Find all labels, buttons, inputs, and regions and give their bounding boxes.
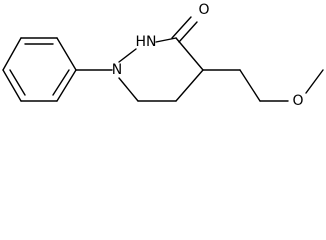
bond-n-nh	[118, 48, 137, 63]
bond	[239, 69, 261, 102]
pyridazinone-ring	[118, 37, 204, 102]
structure-diagram: O HN N O	[2, 2, 324, 109]
carbonyl-oxygen-label: O	[198, 2, 209, 18]
molecule-drawing: O HN N O	[2, 2, 324, 109]
methoxyethyl-chain	[202, 69, 324, 102]
bond	[56, 37, 77, 71]
nh-nitrogen-label: HN	[136, 34, 157, 50]
bond	[2, 37, 22, 71]
bond	[305, 69, 324, 94]
ether-oxygen-label: O	[292, 93, 303, 109]
bond-nh-c3	[155, 37, 177, 43]
n-nitrogen-label: N	[112, 62, 122, 78]
bond	[56, 69, 77, 102]
bond-c6-n	[118, 77, 139, 102]
bond-c3-c4	[175, 37, 204, 71]
carbonyl-double-bond	[171, 16, 198, 43]
double-bond-inner	[52, 69, 70, 96]
bond	[178, 21, 198, 43]
bond	[171, 16, 192, 39]
bond	[2, 69, 22, 102]
bond-c4-c5	[175, 69, 204, 102]
phenyl-ring	[2, 37, 77, 102]
double-bond-inner	[9, 69, 26, 96]
